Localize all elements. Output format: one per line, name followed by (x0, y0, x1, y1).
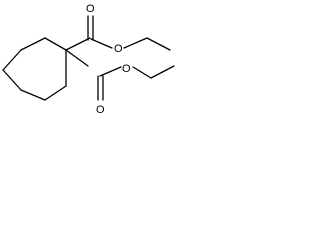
ring-bond-1 (44, 37, 67, 51)
atom-label-carbonyl-o-top: O (86, 3, 95, 15)
ch2-ch3-bond-2 (150, 65, 175, 79)
bond-c1-carbonyl-bottom (65, 49, 89, 67)
o-ch2-bond (123, 37, 148, 49)
atom-label-ester-o-bottom: O (122, 63, 131, 75)
ester-top: O O (86, 3, 171, 55)
ring-bond-2 (20, 37, 46, 51)
ring-bond-4 (2, 69, 22, 91)
structure-diagram: O O O O (2, 3, 175, 116)
atom-label-carbonyl-o-bottom: O (96, 104, 105, 116)
ring-bond-3 (2, 49, 22, 71)
atom-label-ester-o-top: O (114, 43, 123, 55)
ring-bond-5 (20, 89, 46, 101)
o-ch2-bond-2 (132, 66, 152, 79)
ester-c-o-bond-2 (99, 66, 122, 77)
ch2-ch3-bond (146, 37, 171, 51)
cyclohexane-ring (2, 37, 67, 101)
ester-c-o-bond (90, 38, 113, 49)
bond-c1-carbonyl-top (65, 37, 91, 51)
ester-bottom: O O (96, 63, 175, 116)
ring-bond-6 (44, 85, 67, 101)
